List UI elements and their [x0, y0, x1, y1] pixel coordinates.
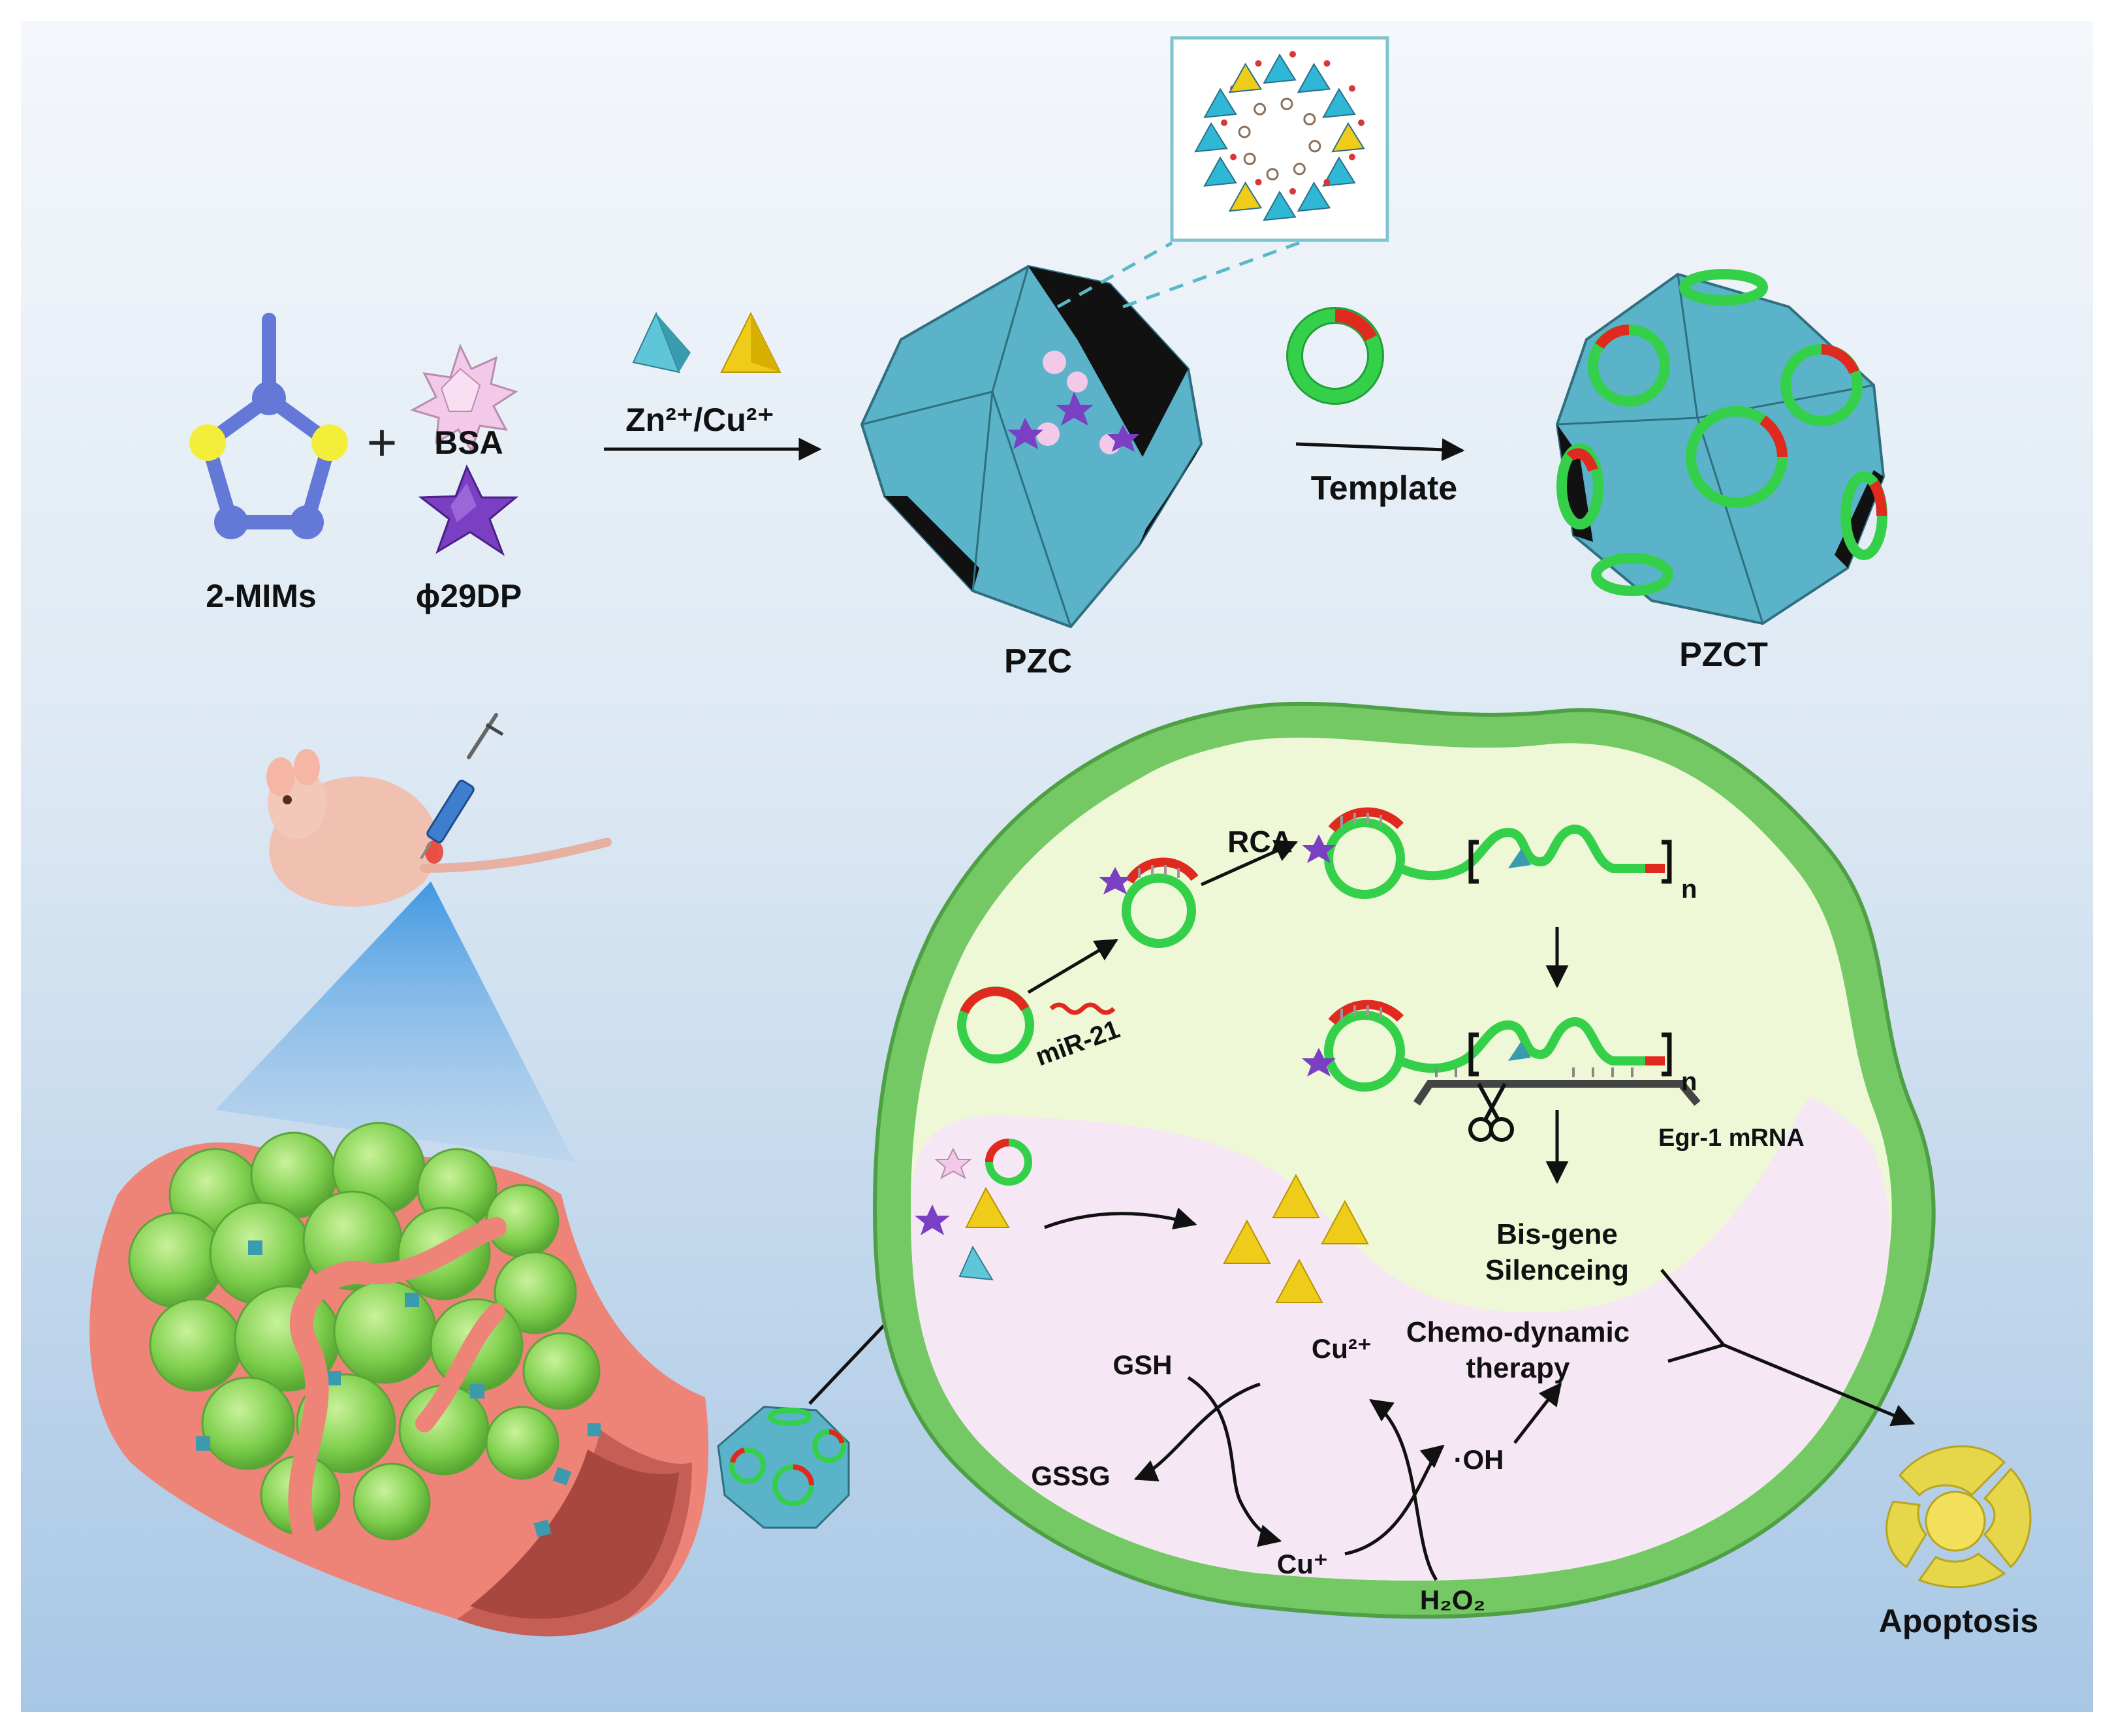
- phi29dp-label: ϕ29DP: [416, 578, 522, 614]
- apoptosis-label: Apoptosis: [1879, 1603, 2038, 1639]
- bsa-label: BSA: [434, 424, 503, 461]
- released-cu-ions: [1223, 1173, 1369, 1303]
- h2o2-label: H₂O₂: [1420, 1585, 1485, 1615]
- pzc-crystal-icon: [860, 264, 1203, 629]
- degradation-arrow: [1044, 1207, 1197, 1230]
- repeat-n-label: n: [1681, 1067, 1697, 1096]
- zn-ion-pyramid-icon: [632, 311, 691, 373]
- plus-sign: +: [367, 413, 398, 471]
- template-label: Template: [1311, 469, 1457, 507]
- therapy-label: therapy: [1466, 1352, 1570, 1384]
- bsa-protein-icon: [410, 343, 518, 453]
- bis-gene-label: Bis-gene: [1496, 1218, 1618, 1250]
- pzct-nanoparticle-icon: [717, 1406, 850, 1529]
- mouse-icon: [266, 749, 612, 907]
- template-ring-icon: [1286, 307, 1384, 405]
- dnazyme-cleavage-complex: [1302, 1000, 1701, 1106]
- silenceing-label: Silenceing: [1485, 1254, 1629, 1286]
- rca-label: RCA: [1227, 825, 1293, 859]
- hybridization-arrow: [1027, 938, 1119, 994]
- egr-1-mrna-label: Egr-1 mRNA: [1658, 1124, 1805, 1152]
- primed-template-ring: [1099, 857, 1199, 948]
- syringe-icon: [420, 713, 504, 860]
- zoom-beam: [215, 881, 575, 1162]
- cu-oxidation-arrow: [1369, 1398, 1438, 1581]
- apoptosis-arrow: [1723, 1343, 1916, 1427]
- cdt-convergence-line: [1667, 1343, 1724, 1363]
- pzct-label: PZCT: [1679, 636, 1768, 674]
- cu2-label: Cu²⁺: [1312, 1333, 1372, 1364]
- silencing-convergence-line: [1660, 1269, 1725, 1346]
- pzct-crystal-icon: [1555, 269, 1887, 625]
- radical-arrow: [1513, 1382, 1562, 1444]
- cu2-reduction-arrow: [1133, 1382, 1261, 1482]
- gssg-label: GSSG: [1031, 1460, 1110, 1491]
- repeat-n-label: n: [1681, 875, 1697, 904]
- hydroxyl-radical-label: ·OH: [1454, 1444, 1504, 1475]
- template-arrow: [1295, 438, 1465, 462]
- inset-guide-line: [1056, 241, 1173, 309]
- scissors-icon: [1468, 1082, 1514, 1142]
- free-template-ring: [957, 986, 1034, 1064]
- phi29dp-enzyme-icon: [418, 464, 519, 556]
- crystal-structure-inset: [1170, 36, 1389, 242]
- decomposed-components: [915, 1139, 1032, 1281]
- 2-mims-molecule-icon: [189, 313, 348, 539]
- cu-ion-pyramid-icon: [720, 311, 781, 373]
- gsh-label: GSH: [1112, 1349, 1172, 1380]
- cdt-label: Chemo-dynamic: [1406, 1316, 1630, 1348]
- fenton-arrow: [1344, 1444, 1445, 1556]
- cu1-label: Cu⁺: [1277, 1549, 1328, 1579]
- rca-product-strand: [1302, 807, 1672, 899]
- inset-guide-line: [1122, 241, 1300, 309]
- pzc-label: PZC: [1004, 642, 1072, 680]
- apoptotic-cell-icon: [1885, 1445, 2032, 1588]
- mir-21-strand: [1049, 1002, 1116, 1015]
- ion-label: Zn²⁺/Cu²⁺: [625, 402, 774, 438]
- ligand-label: 2-MIMs: [206, 578, 316, 614]
- tumor-tissue-icon: [89, 1122, 709, 1637]
- rca-arrow: [1200, 840, 1299, 887]
